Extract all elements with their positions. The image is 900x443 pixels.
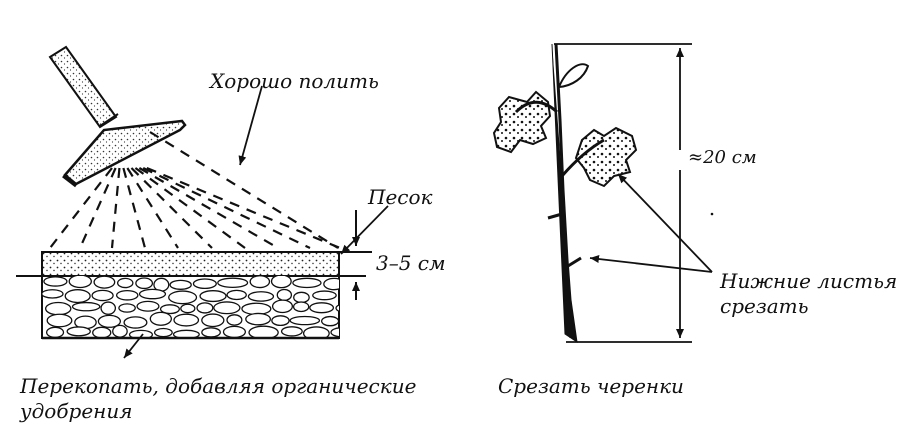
soil-pointer — [123, 333, 144, 359]
node-pointer — [589, 255, 713, 273]
middle-leaf — [574, 126, 638, 188]
speck — [710, 212, 714, 216]
height-label: ≈20 см — [688, 147, 757, 168]
sand-depth-label: 3–5 см — [376, 251, 446, 275]
water-spray — [49, 131, 341, 250]
water-label: Хорошо полить — [210, 69, 379, 93]
cut-cuttings-label: Срезать черенки — [498, 374, 684, 398]
water-pointer — [238, 85, 263, 166]
sand-pointer — [340, 205, 389, 255]
leaf-pointer — [617, 173, 713, 273]
soil-stones — [42, 276, 339, 338]
lower-leaves-label-line2: срезать — [720, 294, 809, 318]
sand-depth-measure — [339, 210, 372, 300]
plant-cutting — [514, 43, 605, 344]
upper-leaf — [492, 90, 552, 154]
sand-layer — [41, 251, 340, 277]
height-measure — [554, 43, 692, 343]
dig-label-line2: удобрения — [20, 399, 133, 423]
watering-can-icon — [48, 45, 187, 188]
dig-label-line1: Перекопать, добавляя органические — [20, 374, 417, 398]
sand-label: Песок — [368, 185, 433, 209]
soil-bed — [16, 251, 366, 340]
lower-leaves-label-line1: Нижние листья — [720, 269, 898, 293]
